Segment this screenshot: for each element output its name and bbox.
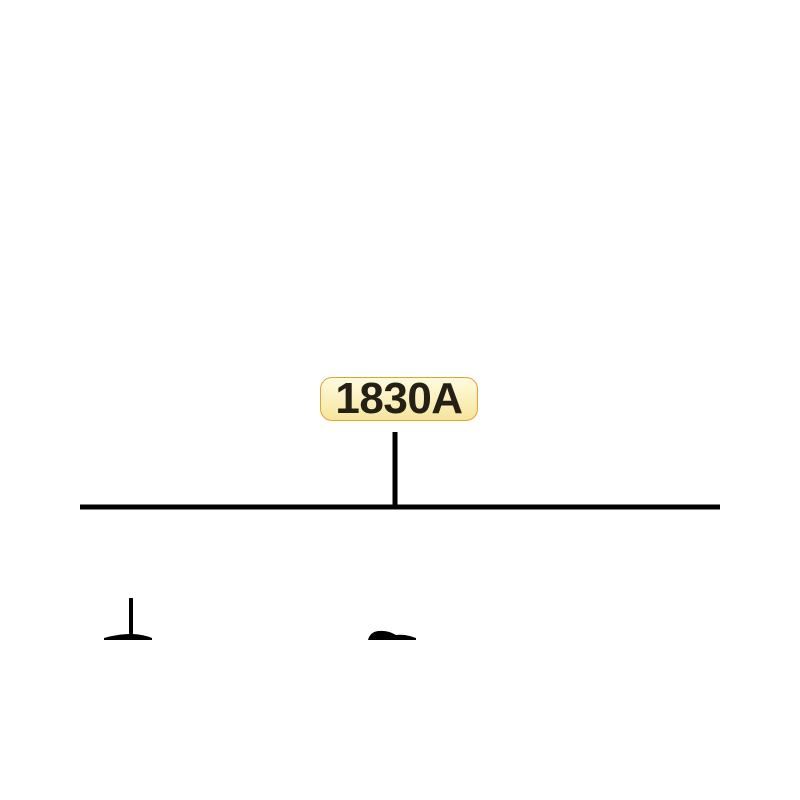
- part-number-callout[interactable]: 1830A: [320, 377, 478, 421]
- middle-fixture-partial: [368, 630, 416, 640]
- left-fixture-partial: [104, 598, 152, 640]
- part-number-label: 1830A: [335, 374, 463, 423]
